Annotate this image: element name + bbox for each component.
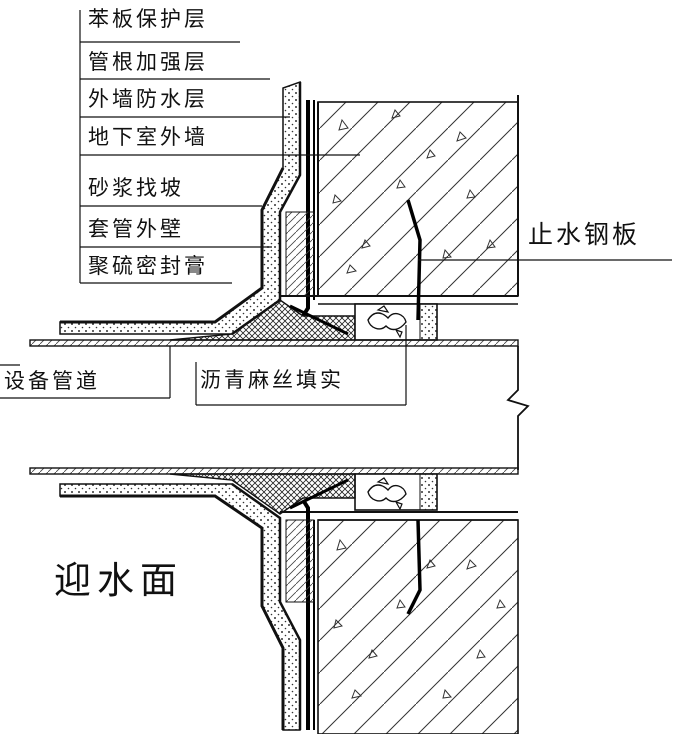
label-polysulfide-sealant: 聚硫密封膏 — [88, 254, 208, 278]
label-water-stop-plate: 止水钢板 — [528, 220, 641, 249]
lower-water-stop-plate — [406, 519, 422, 615]
label-mortar-slope: 砂浆找坡 — [88, 176, 184, 200]
label-sleeve-outer: 套管外壁 — [88, 217, 184, 241]
upper-detail — [29, 80, 519, 347]
label-exterior-waterproof: 外墙防水层 — [88, 87, 208, 111]
label-asphalt-hemp: 沥青麻丝填实 — [200, 368, 344, 392]
break-line — [506, 346, 530, 470]
upper-waterproof-layer — [60, 167, 285, 324]
label-equipment-pipe: 设备管道 — [4, 369, 100, 393]
leader-lines — [0, 10, 672, 406]
label-pipe-root-reinforcement: 管根加强层 — [88, 50, 208, 74]
upper-aggregate-marks — [332, 109, 496, 274]
lower-sealant — [169, 473, 356, 515]
upper-water-stop-plate — [406, 199, 422, 321]
upper-pipe — [29, 339, 519, 347]
lower-detail — [29, 467, 519, 734]
lower-aggregate-marks — [333, 538, 506, 699]
label-basement-wall: 地下室外墙 — [88, 125, 208, 149]
label-water-facing-side: 迎水面 — [54, 559, 183, 602]
lower-pipe — [29, 467, 519, 475]
label-benban-protection: 苯板保护层 — [88, 7, 208, 31]
